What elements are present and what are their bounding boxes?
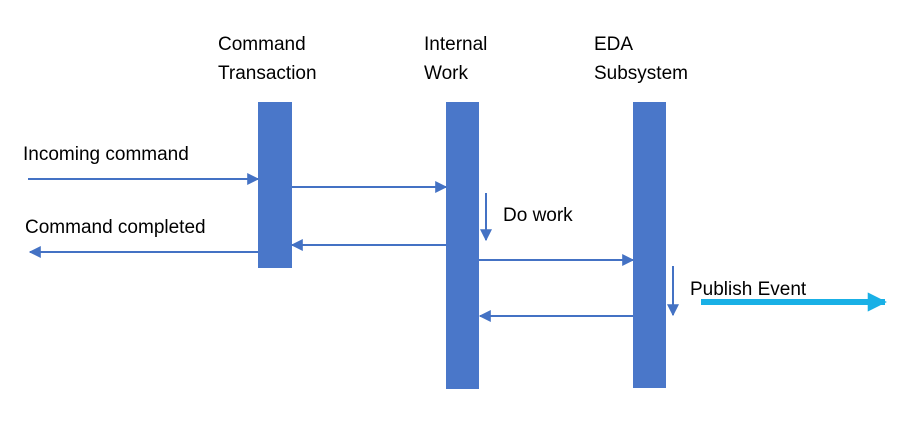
lifeline-title-line: EDA <box>594 34 634 55</box>
lifeline-bar-command-transaction <box>258 102 292 268</box>
lifeline-bar-internal-work <box>446 102 479 389</box>
lifeline-title-line: Command <box>218 34 306 55</box>
lifeline-title-line: Internal <box>424 34 488 55</box>
lifeline-title-line: Work <box>424 63 468 84</box>
lifeline-bar-eda-subsystem <box>633 102 666 388</box>
lifeline-title-eda-subsystem: EDA Subsystem <box>594 30 688 88</box>
incoming-command-label: Incoming command <box>23 144 189 165</box>
lifeline-title-command-transaction: Command Transaction <box>218 30 317 88</box>
lifeline-title-line: Transaction <box>218 63 317 84</box>
lifeline-title-internal-work: Internal Work <box>424 30 487 88</box>
command-completed-label: Command completed <box>25 217 206 238</box>
lifeline-title-line: Subsystem <box>594 63 688 84</box>
do-work-label: Do work <box>503 205 573 226</box>
publish-event-label: Publish Event <box>690 279 807 300</box>
